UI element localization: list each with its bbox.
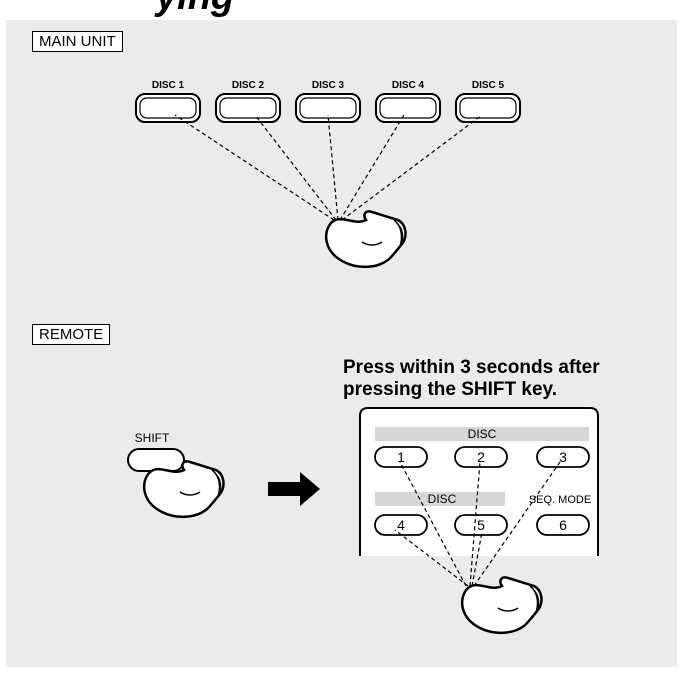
main-unit-pointer-lines [174, 114, 483, 221]
disc-button-2[interactable]: DISC 2 [215, 80, 281, 123]
remote-key-4[interactable]: 4 [374, 514, 428, 536]
disc-5-label: DISC 5 [472, 80, 505, 91]
title-band: ying [0, 0, 683, 20]
disc-button-1[interactable]: DISC 1 [135, 80, 201, 123]
disc-header-band-2 [375, 492, 505, 506]
remote-key-3[interactable]: 3 [536, 446, 590, 468]
key-3-label: 3 [559, 449, 567, 465]
disc-2-label: DISC 2 [232, 80, 265, 91]
remote-key-5[interactable]: 5 [454, 514, 508, 536]
key-2-label: 2 [477, 449, 485, 465]
remote-hand-icon [460, 576, 543, 635]
remote-key-1[interactable]: 1 [374, 446, 428, 468]
disc-4-label: DISC 4 [392, 80, 425, 91]
main-unit-label: MAIN UNIT [32, 31, 123, 52]
remote-label: REMOTE [32, 324, 111, 345]
press-note-line-2: pressing the SHIFT key. [343, 379, 557, 400]
remote-pointer-lines [394, 461, 561, 587]
seq-mode-label: SEQ. MODE [529, 494, 591, 506]
disc-button-4[interactable]: DISC 4 [375, 80, 441, 123]
press-note: Press within 3 seconds after pressing th… [343, 357, 600, 401]
disc-3-label: DISC 3 [312, 80, 345, 91]
remote-disc-header: DISC [468, 427, 497, 441]
disc-header-band [375, 427, 589, 441]
page-title-fragment: ying [156, 0, 234, 19]
key-1-label: 1 [397, 449, 405, 465]
remote-key-6[interactable]: 6 [536, 514, 590, 536]
shift-label: SHIFT [135, 431, 170, 445]
key-4-label: 4 [397, 517, 405, 533]
key-6-label: 6 [559, 517, 567, 533]
shift-button[interactable] [127, 448, 185, 472]
remote-key-2[interactable]: 2 [454, 446, 508, 468]
main-unit-hand-icon [324, 210, 407, 269]
press-note-line-1: Press within 3 seconds after [343, 357, 600, 378]
shift-hand-icon [142, 460, 225, 519]
key-5-label: 5 [477, 517, 485, 533]
diagram-panel [6, 20, 677, 667]
arrow-right-icon [268, 472, 320, 506]
disc-button-3[interactable]: DISC 3 [295, 80, 361, 123]
disc-1-label: DISC 1 [152, 80, 185, 91]
disc-button-5[interactable]: DISC 5 [455, 80, 521, 123]
remote-disc-header-2: DISC [428, 492, 457, 506]
